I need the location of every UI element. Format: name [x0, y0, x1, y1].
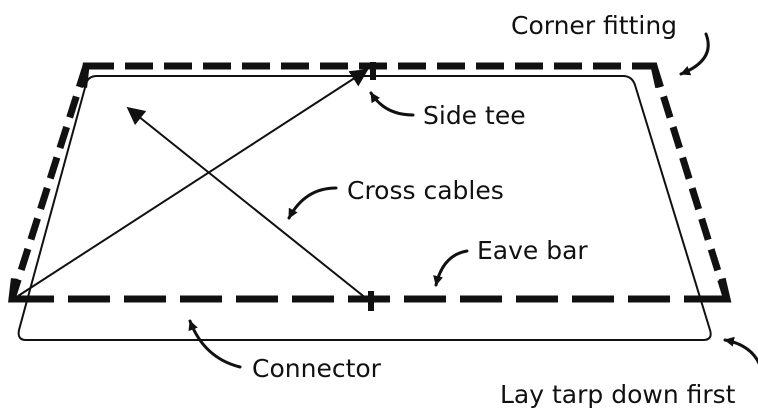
corner-fittings	[8, 62, 732, 303]
pointer-arrows	[188, 32, 758, 369]
frame-left-bar	[8, 64, 90, 301]
cross-cables	[17, 69, 369, 300]
cross-cables-label: Cross cables	[347, 176, 504, 205]
corner-fitting-bottom-right	[705, 277, 732, 303]
cross-cables-pointer	[287, 186, 338, 220]
corner-fitting-top-left	[80, 62, 108, 88]
connector-pointer	[188, 319, 242, 369]
eave-bar-label: Eave bar	[477, 236, 588, 265]
corner-fitting-bottom-left	[8, 278, 34, 303]
eave-bar-pointer	[433, 249, 469, 287]
corner-fitting-top-right	[632, 62, 663, 89]
corner-fitting-label: Corner fitting	[511, 11, 677, 40]
side-tee-pointer	[369, 91, 415, 117]
side-tees	[356, 62, 386, 311]
lay-tarp-label: Lay tarp down first	[500, 380, 736, 409]
side-tee-label: Side tee	[423, 101, 526, 130]
connector-label: Connector	[252, 354, 382, 383]
lay-tarp-pointer	[723, 336, 758, 365]
cross-cable-a	[126, 106, 368, 300]
cross-cable-b	[17, 69, 369, 297]
frame-right-bar	[650, 64, 731, 302]
corner-fitting-pointer	[679, 32, 710, 76]
